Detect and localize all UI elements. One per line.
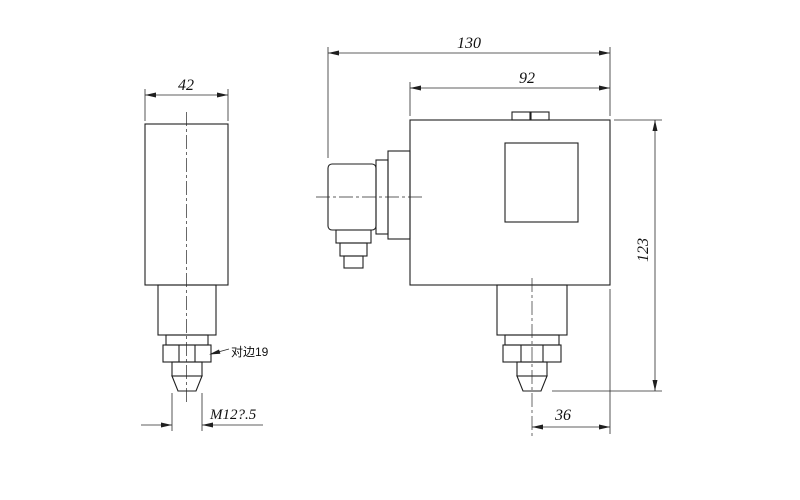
arrowhead bbox=[599, 424, 610, 430]
right-view: 130 92 123 bbox=[316, 35, 662, 436]
dim-92-text: 92 bbox=[519, 70, 535, 87]
top-tab-outline bbox=[530, 111, 550, 121]
dim-123: 123 bbox=[552, 119, 662, 392]
connector-flange-outline bbox=[387, 150, 411, 240]
dim-36-text: 36 bbox=[554, 407, 571, 424]
hex-flats-label: 对边19 bbox=[231, 345, 269, 359]
cable-gland-step3-outline bbox=[343, 255, 364, 269]
dim-36: 36 bbox=[532, 289, 611, 434]
arrowhead bbox=[145, 92, 156, 98]
dim-42: 42 bbox=[144, 77, 229, 121]
arrowhead bbox=[410, 85, 421, 91]
left-hex-nut-outline bbox=[162, 344, 212, 363]
arrowhead bbox=[161, 422, 172, 428]
cable-connector bbox=[316, 150, 424, 269]
dim-130-text: 130 bbox=[457, 35, 481, 52]
arrowhead bbox=[652, 120, 658, 131]
cable-gland-step2-outline bbox=[339, 242, 368, 257]
arrowhead bbox=[202, 422, 213, 428]
dim-thread: M12?.5 bbox=[141, 393, 263, 431]
left-thread-tip-outline bbox=[171, 375, 203, 392]
right-body-outline bbox=[409, 119, 611, 286]
left-thread-stub-outline bbox=[171, 361, 203, 377]
arrowhead bbox=[532, 424, 543, 430]
arrowhead bbox=[217, 92, 228, 98]
hex-flats-leader: 对边19 bbox=[209, 345, 269, 359]
left-washer-outline bbox=[165, 334, 209, 346]
dim-92: 92 bbox=[409, 70, 610, 116]
nameplate-window-outline bbox=[504, 142, 579, 223]
dim-130: 130 bbox=[327, 35, 611, 158]
right-thread-tip-outline bbox=[516, 375, 548, 392]
arrowhead bbox=[599, 85, 610, 91]
dim-42-text: 42 bbox=[178, 77, 194, 94]
top-tab-outline bbox=[511, 111, 531, 121]
arrowhead bbox=[599, 50, 610, 56]
arrowhead bbox=[209, 349, 221, 355]
left-neck-outline bbox=[157, 284, 217, 336]
arrowhead bbox=[652, 380, 658, 391]
dim-123-text: 123 bbox=[635, 238, 652, 262]
pressure-port bbox=[496, 278, 568, 436]
thread-spec-text: M12?.5 bbox=[209, 407, 257, 423]
arrowhead bbox=[328, 50, 339, 56]
left-view: 42 对边19 M12?.5 bbox=[141, 77, 269, 431]
cable-gland-step1-outline bbox=[335, 229, 372, 244]
